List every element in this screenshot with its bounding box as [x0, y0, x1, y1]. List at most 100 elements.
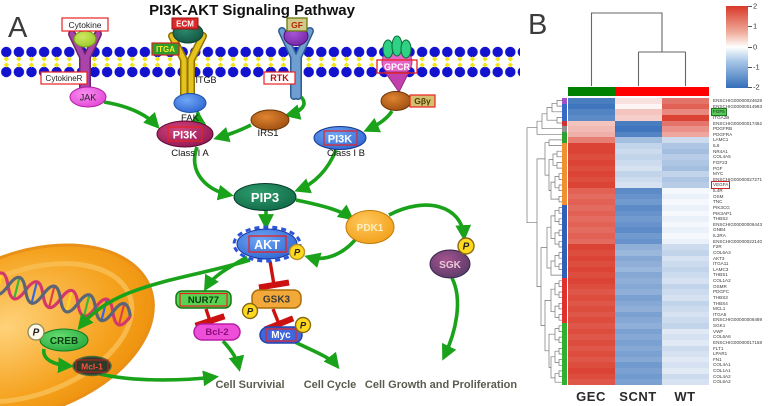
heatmap-row — [568, 233, 709, 239]
heatmap-cell — [662, 255, 709, 262]
cytokine-ligand — [73, 30, 97, 48]
gene-label: PGF — [713, 165, 723, 171]
gene-label: AKT3 — [713, 255, 725, 261]
heatmap-cell — [615, 328, 662, 335]
heatmap-cell — [568, 159, 615, 166]
itga-label: ITGA — [156, 45, 175, 54]
heatmap-cell — [662, 373, 709, 380]
heatmap-cell — [662, 193, 709, 200]
heatmap-cell — [615, 261, 662, 267]
nucleus — [0, 243, 155, 406]
gene-label: ENSCHIG00000024628 — [713, 98, 763, 103]
output-cell-survival: Cell Survivial — [215, 379, 284, 391]
gene-label: ENSCHIG00000022140 — [713, 238, 763, 244]
mcl1-node: Mcl-1 — [72, 355, 112, 377]
heatmap-cell — [615, 311, 662, 318]
gene-label: COL4A2 — [713, 373, 731, 379]
heatmap-cell — [615, 306, 662, 312]
heatmap-cell — [568, 249, 615, 256]
gene-label: ITGA2B — [713, 114, 730, 120]
class-ia-label: Class I A — [171, 148, 209, 159]
heatmap-cell — [662, 368, 709, 374]
pip3-node: PIP3 — [233, 183, 297, 211]
heatmap-row — [568, 165, 709, 172]
gbg-label: Gβγ — [414, 96, 431, 106]
heatmap-cell — [615, 373, 662, 380]
heatmap-cell — [568, 272, 615, 278]
heatmap-cell — [568, 351, 615, 357]
akt-label: AKT — [254, 238, 280, 252]
heatmap-cell — [568, 182, 615, 188]
pi3k-ia-label: PI3K — [173, 130, 198, 142]
heatmap-cell — [662, 204, 709, 211]
heatmap-cell — [615, 233, 662, 239]
heatmap-row — [568, 272, 709, 278]
gene-label: ENSCHIG00000017462 — [713, 120, 763, 126]
heatmap-grid — [568, 98, 709, 385]
heatmap-cell — [615, 345, 662, 352]
output-cell-cycle: Cell Cycle — [304, 379, 357, 391]
gene-label: TNC — [713, 199, 723, 205]
heatmap-row — [568, 373, 709, 380]
colorbar-legend — [726, 6, 748, 88]
heatmap-cell — [615, 182, 662, 188]
heatmap-cell — [615, 216, 662, 222]
heatmap-cell — [662, 103, 709, 110]
heatmap-cell — [568, 114, 615, 121]
heatmap-row — [568, 137, 709, 143]
gene-label: PDGFC — [713, 289, 730, 295]
heatmap-dendrograms: B — [526, 9, 687, 383]
heatmap-cell — [662, 137, 709, 143]
heatmap-row — [568, 238, 709, 245]
heatmap-row — [568, 356, 709, 363]
heatmap-cell — [568, 334, 615, 340]
cytokine-receptor: Cytokine CytokineR JAK — [40, 17, 109, 108]
heatmap-row — [568, 98, 709, 104]
heatmap-row — [568, 278, 709, 284]
heatmap-cell — [568, 165, 615, 172]
heatmap-cell — [615, 323, 662, 329]
irs1-node — [250, 109, 290, 131]
heatmap-cell — [568, 126, 615, 132]
heatmap-cell — [662, 311, 709, 318]
heatmap-cell — [615, 278, 662, 284]
gene-label: ENSCHIG00000014983 — [713, 103, 763, 109]
heatmap-cell — [615, 283, 662, 290]
heatmap-cell — [662, 182, 709, 188]
heatmap-cell — [615, 244, 662, 250]
creb-label: CREB — [50, 336, 78, 347]
heatmap-cell — [615, 289, 662, 295]
heatmap-cell — [662, 345, 709, 352]
heatmap-cell — [568, 137, 615, 143]
row-dendrogram — [526, 100, 563, 383]
svg-text:P: P — [463, 242, 470, 253]
gsk3-label: GSK3 — [263, 295, 291, 306]
bcl2-label: Bcl-2 — [205, 327, 228, 338]
heatmap-cell — [615, 255, 662, 262]
gene-label: COL1A1 — [713, 368, 731, 374]
gene-label: LAMC1 — [713, 137, 729, 143]
heatmap-cell — [615, 351, 662, 357]
heatmap-cell — [662, 379, 709, 385]
row-annotation-segment — [562, 323, 567, 385]
heatmap-row — [568, 204, 709, 211]
heatmap-cell — [662, 339, 709, 346]
heatmap-row — [568, 283, 709, 290]
heatmap-row — [568, 131, 709, 138]
heatmap-cell — [568, 306, 615, 312]
heatmap-row — [568, 114, 709, 121]
heatmap-cell — [615, 300, 662, 307]
heatmap-row — [568, 126, 709, 132]
heatmap-cell — [568, 317, 615, 323]
heatmap-cell — [615, 210, 662, 217]
gene-label: FN1 — [713, 356, 722, 362]
heatmap-cell — [615, 120, 662, 127]
heatmap-row — [568, 306, 709, 312]
gene-label: COL6A6 — [713, 334, 731, 340]
colorbar-tick: -1 — [753, 62, 760, 72]
heatmap-cell — [615, 176, 662, 183]
fak-node — [173, 93, 207, 113]
heatmap-cell — [615, 356, 662, 363]
heatmap-cell — [662, 216, 709, 222]
cytokine-label: Cytokine — [68, 20, 101, 30]
